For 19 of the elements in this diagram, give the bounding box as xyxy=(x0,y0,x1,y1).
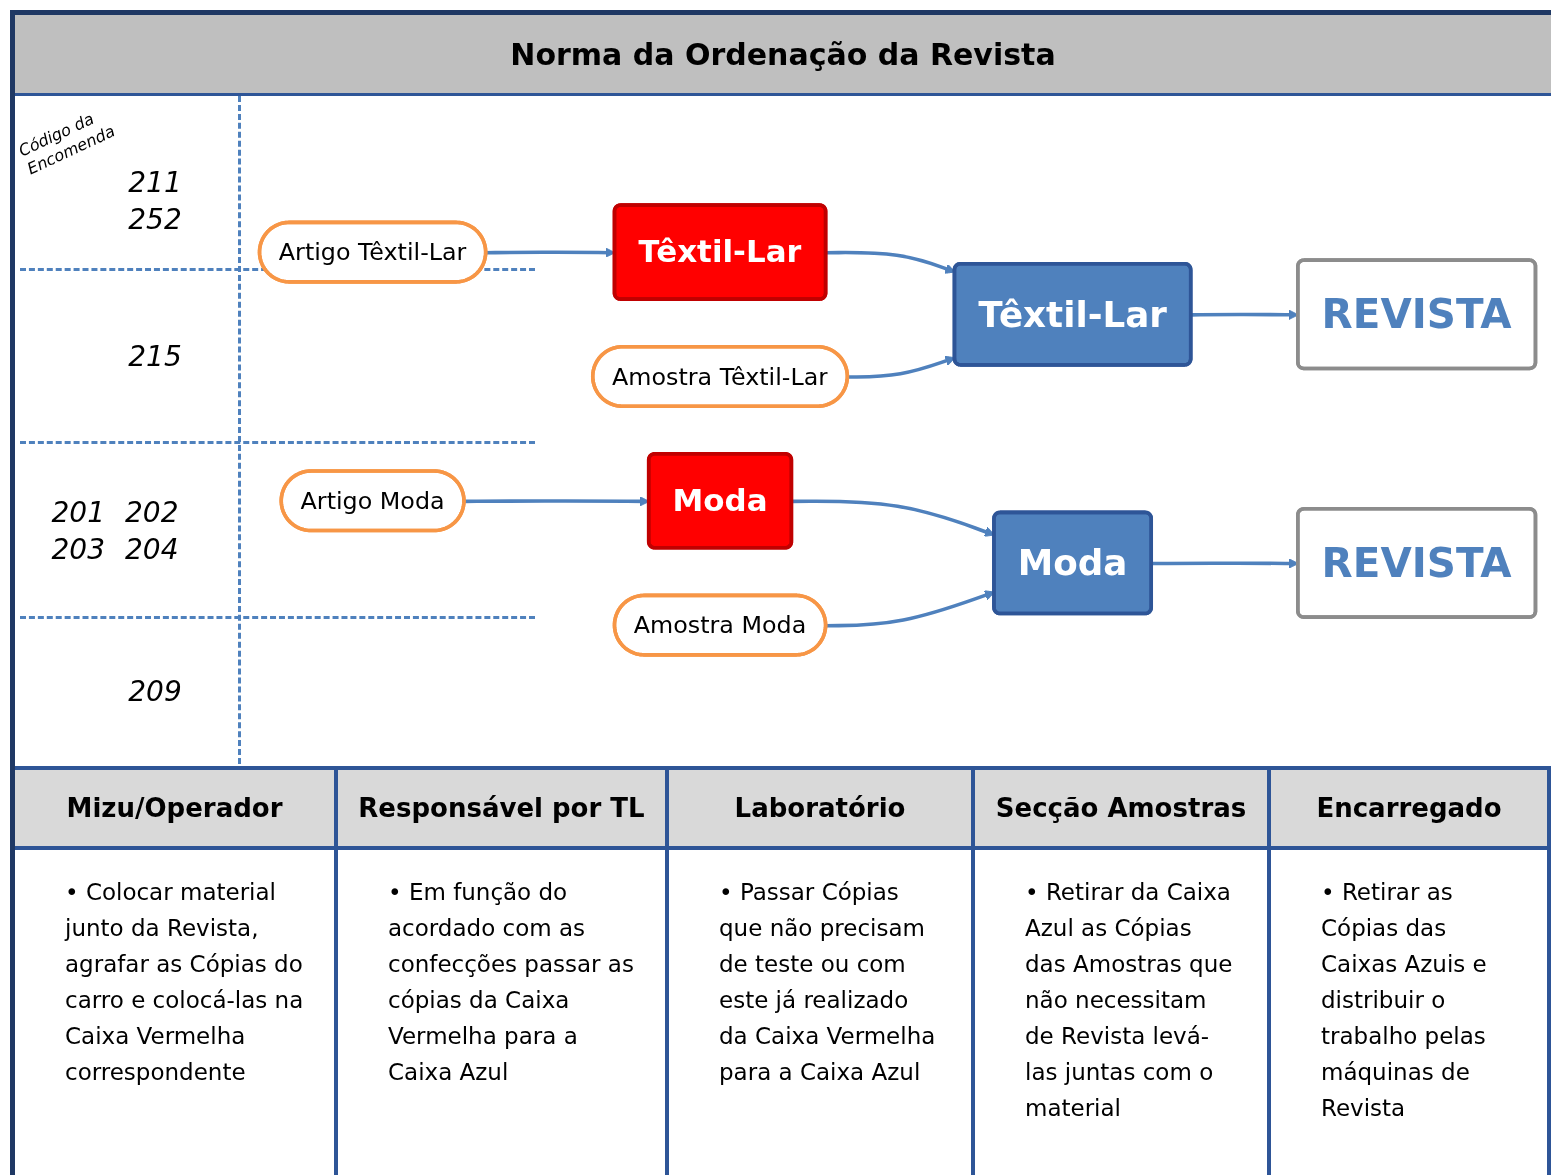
column-header: Secção Amostras xyxy=(975,770,1271,850)
task-description: • Retirar da Caixa Azul as Cópias das Amostras que não necessitam de Revista levá-las juntas com o material xyxy=(1025,878,1234,1123)
order-code: 204 xyxy=(125,533,179,566)
task-description: • Retirar as Cópias das Caixas Azuis e distribuir o trabalho pelas máquinas de Revista xyxy=(1321,878,1488,1123)
task-description: • Passar Cópias que não precisam de teste ou com este já realizado da Caixa Vermelha para a Caixa Azul xyxy=(719,878,937,1087)
order-code: 211 xyxy=(128,166,182,199)
column-header: Laboratório xyxy=(669,770,975,850)
title-bar: Norma da Ordenação da Revista xyxy=(15,15,1551,96)
order-code: 202 xyxy=(125,496,179,529)
order-code: 252 xyxy=(128,203,182,236)
task-description: • Em função do acordado com as confecções passar as cópias da Caixa Vermelha para a Caixa Azul xyxy=(388,878,635,1087)
task-description: • Colocar material junto da Revista, agrafar as Cópias do carro e colocá-las na Caixa Vermelha correspondente xyxy=(65,878,304,1087)
column-header: Mizu/Operador xyxy=(15,770,338,850)
column-header: Responsável por TL xyxy=(338,770,669,850)
order-code: 215 xyxy=(128,339,182,373)
order-code: 201 xyxy=(51,496,105,529)
order-code: 209 xyxy=(128,675,182,708)
order-code: 203 xyxy=(51,533,105,566)
column-header: Encarregado xyxy=(1271,770,1551,850)
